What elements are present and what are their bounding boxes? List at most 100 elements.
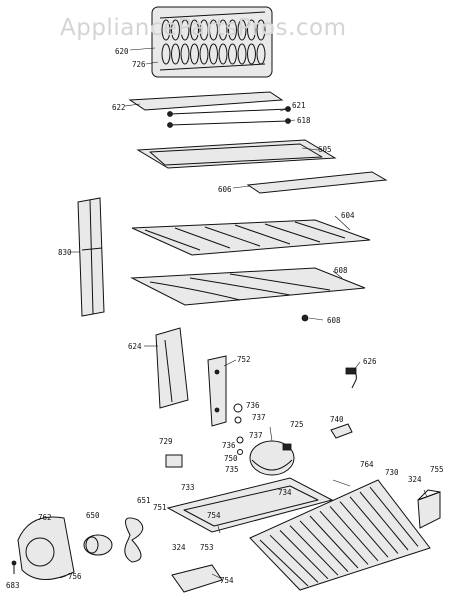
- evaporator-coil: [151, 6, 273, 78]
- callout-622: 622: [112, 103, 126, 112]
- callout-651: 651: [137, 496, 151, 505]
- side-rail: [77, 197, 105, 317]
- coil-loop: [161, 43, 171, 65]
- coil-tube: [269, 534, 319, 583]
- callout-756: 756: [68, 572, 82, 581]
- coil-loop: [256, 19, 266, 41]
- coil-tube: [309, 515, 359, 569]
- callout-754-pan: 754: [220, 576, 234, 585]
- coil-loop: [209, 43, 218, 65]
- coil-tube: [359, 491, 409, 551]
- callout-752: 752: [237, 355, 251, 364]
- callout-764: 764: [360, 460, 374, 469]
- callout-735: 735: [225, 465, 239, 474]
- wire-shelf: [136, 139, 337, 169]
- coil-loop: [218, 19, 228, 41]
- coil-loop: [180, 43, 190, 65]
- callout-734: 734: [278, 488, 292, 497]
- grommet-hardware: [233, 403, 244, 455]
- callout-737-upper: 737: [252, 413, 266, 422]
- callout-754-base: 754: [207, 511, 221, 520]
- callout-729: 729: [159, 437, 173, 446]
- coil-tube: [319, 510, 369, 565]
- coil-tube: [339, 501, 389, 558]
- screw: [11, 560, 17, 574]
- callout-830: 830: [58, 248, 72, 257]
- air-duct: [155, 327, 189, 409]
- callout-650: 650: [86, 511, 100, 520]
- callout-608-clip: 608: [327, 316, 341, 325]
- compressor: [249, 440, 295, 476]
- coil-loop: [247, 43, 256, 65]
- fan-shroud: [17, 516, 75, 580]
- coil-loop: [247, 19, 256, 41]
- coil-loop: [190, 19, 199, 41]
- tray-upper: [131, 219, 371, 256]
- callout-324-right: 324: [408, 475, 422, 484]
- coil-loop: [209, 19, 218, 41]
- coil-loop: [199, 43, 209, 65]
- callout-736-lower: 736: [222, 441, 236, 450]
- coil-loop: [180, 19, 190, 41]
- callout-737-lower: 737: [249, 431, 263, 440]
- coil-tube: [369, 486, 419, 547]
- drain-pan: [171, 564, 223, 593]
- shelf-bracket: [128, 91, 291, 128]
- coil-tube: [349, 496, 399, 554]
- callout-736-upper: 736: [246, 401, 260, 410]
- callout-608-tray: 608: [334, 266, 348, 275]
- coil-tube: [299, 520, 349, 572]
- fan-motor: [83, 534, 113, 556]
- tray-lower: [130, 267, 366, 306]
- callout-733: 733: [181, 483, 195, 492]
- callout-605: 605: [318, 145, 332, 154]
- callout-683: 683: [6, 581, 20, 590]
- coil-loop: [161, 19, 171, 41]
- coil-loop: [171, 19, 180, 41]
- coil-tube: [329, 506, 379, 562]
- watermark: AppliancePartsPros.com: [60, 15, 347, 41]
- callout-755: 755: [430, 465, 444, 474]
- tray-clip: [301, 314, 309, 322]
- coil-loop: [190, 43, 199, 65]
- coil-loop: [199, 19, 209, 41]
- callout-753: 753: [200, 543, 214, 552]
- coil-loop: [256, 43, 266, 65]
- condenser-coil: [249, 479, 431, 591]
- mounting-bracket: [207, 355, 227, 427]
- callout-762: 762: [38, 513, 52, 522]
- shelf-trim: [246, 171, 388, 194]
- callout-620: 620: [115, 47, 129, 56]
- callout-621: 621: [292, 101, 306, 110]
- coil-loop: [228, 19, 237, 41]
- callout-751: 751: [153, 503, 167, 512]
- callout-730: 730: [385, 468, 399, 477]
- coil-loop: [237, 43, 247, 65]
- callout-740: 740: [330, 415, 344, 424]
- coil-loop: [171, 43, 180, 65]
- coil-loop: [218, 43, 228, 65]
- callout-618: 618: [297, 116, 311, 125]
- callout-606: 606: [218, 185, 232, 194]
- coil-tube: [289, 525, 339, 576]
- callout-324-left: 324: [172, 543, 186, 552]
- relay: [330, 423, 353, 439]
- thermostat: [345, 367, 357, 389]
- leader-lines: [59, 47, 428, 579]
- callout-604: 604: [341, 211, 355, 220]
- coil-tube: [279, 530, 329, 580]
- callout-624: 624: [128, 342, 142, 351]
- fan-blade: [124, 517, 144, 563]
- coil-loop: [237, 19, 247, 41]
- callout-labels: 620 726 622 621 618 605 606 604 608 608 …: [6, 47, 444, 590]
- callout-725: 725: [290, 420, 304, 429]
- compressor-base: [166, 477, 334, 533]
- condenser-bracket: [417, 489, 441, 529]
- callout-726: 726: [132, 60, 146, 69]
- callout-626: 626: [363, 357, 377, 366]
- coil-loop: [228, 43, 237, 65]
- callout-750: 750: [224, 454, 238, 463]
- overload-protector: [165, 454, 183, 468]
